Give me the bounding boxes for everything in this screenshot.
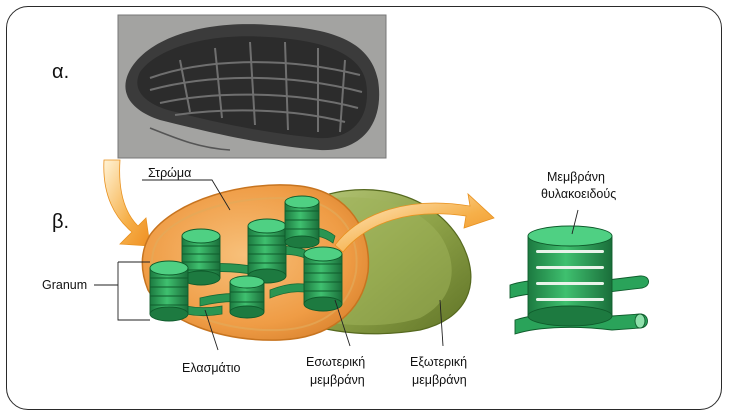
label-stroma: Στρώμα	[148, 166, 191, 180]
leader-lines	[94, 179, 579, 351]
part-label-a: α.	[52, 61, 69, 83]
label-outer-membrane-line2: μεμβράνη	[412, 373, 467, 387]
grana	[149, 195, 343, 322]
label-inner-membrane-line1: Εσωτερική	[306, 355, 365, 369]
granum-stack-2	[247, 218, 287, 284]
label-inner-membrane-line2: μεμβράνη	[310, 373, 365, 387]
enlarged-granum	[509, 225, 649, 335]
electron-micrograph	[117, 14, 387, 159]
granum-stack-5	[229, 275, 265, 319]
chloroplast-diagram	[141, 184, 472, 341]
label-granum: Granum	[42, 278, 87, 292]
granum-stack-4	[149, 260, 189, 322]
label-lamella: Ελασμάτιο	[182, 361, 240, 375]
curved-arrow-down	[103, 159, 151, 247]
part-label-b: β.	[52, 211, 69, 233]
granum-stack-3	[284, 195, 320, 249]
label-thylakoid-membrane-line1: Μεμβράνη	[547, 170, 605, 184]
curved-arrow-right	[334, 192, 495, 253]
label-outer-membrane-line1: Εξωτερική	[410, 355, 467, 369]
label-thylakoid-membrane-line2: θυλακοειδούς	[541, 187, 616, 201]
granum-stack-6	[303, 246, 343, 312]
granum-stack-1	[181, 228, 221, 286]
